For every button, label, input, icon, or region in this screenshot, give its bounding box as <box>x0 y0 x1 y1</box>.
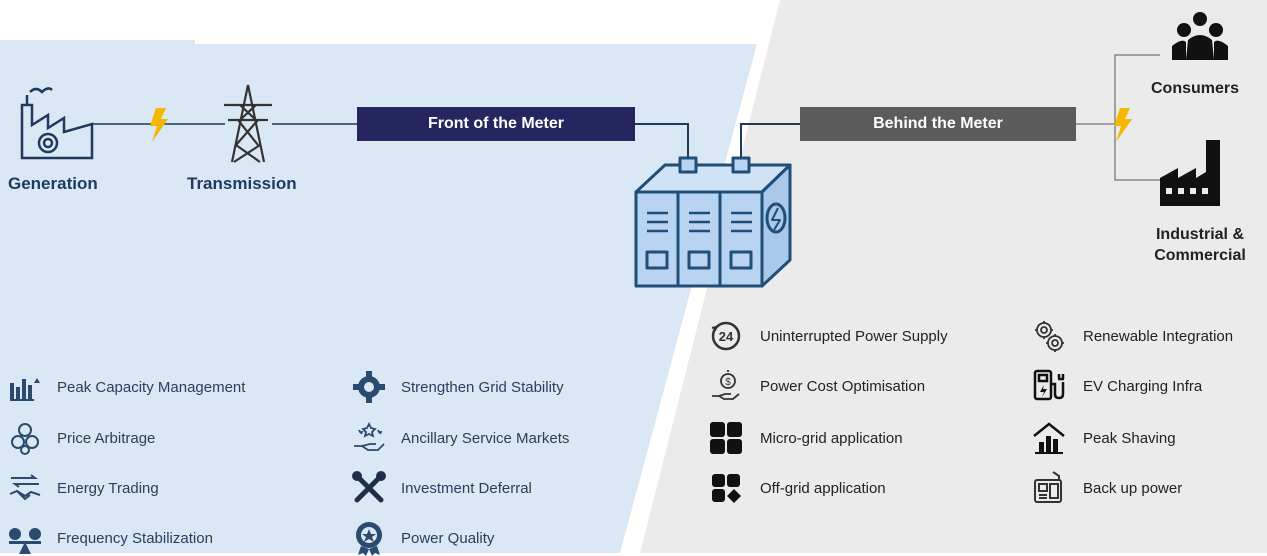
app-price-arbitrage: Price Arbitrage <box>7 420 155 456</box>
coins-icon <box>7 420 43 456</box>
bar-chart-icon <box>7 369 43 405</box>
industrial-commercial-label: Industrial & Commercial <box>1140 224 1260 266</box>
front-of-meter-bar: Front of the Meter <box>357 107 635 141</box>
app-label: Ancillary Service Markets <box>401 429 570 447</box>
factory-gear-icon <box>20 87 94 160</box>
app-label: Peak Capacity Management <box>57 378 246 396</box>
app-label: Peak Shaving <box>1083 429 1176 447</box>
app-label: Energy Trading <box>57 479 159 497</box>
app-label: Power Cost Optimisation <box>760 377 926 395</box>
industrial-label-line2: Commercial <box>1154 247 1246 264</box>
battery-storage-icon <box>634 156 792 288</box>
app-label: Power Quality <box>401 529 495 547</box>
front-of-meter-label: Front of the Meter <box>428 115 564 132</box>
app-label: Strengthen Grid Stability <box>401 378 564 396</box>
app-renewable-integration: Renewable Integration <box>1031 318 1233 354</box>
app-label: Renewable Integration <box>1083 327 1234 345</box>
app-power-cost-optimisation: $ Power Cost Optimisation <box>708 368 925 404</box>
behind-the-meter-panel <box>640 0 1267 553</box>
app-strengthen-grid-stability: Strengthen Grid Stability <box>351 369 564 405</box>
app-frequency-stabilization: Frequency Stabilization <box>7 520 213 556</box>
app-label: Back up power <box>1083 479 1183 497</box>
app-back-up-power: Back up power <box>1031 470 1182 506</box>
app-investment-deferral: Investment Deferral <box>351 470 532 506</box>
badge-icon <box>351 520 387 556</box>
lightning-icon <box>1114 108 1132 142</box>
handshake-icon <box>7 470 43 506</box>
behind-the-meter-bar: Behind the Meter <box>800 107 1076 141</box>
backup-icon <box>1031 470 1067 506</box>
24h-icon: 24 <box>708 318 744 354</box>
ev-charger-icon <box>1031 368 1067 404</box>
app-energy-trading: Energy Trading <box>7 470 159 506</box>
factory-icon <box>1160 140 1220 206</box>
app-label: Off-grid application <box>760 479 886 497</box>
hand-stars-icon <box>351 420 387 456</box>
app-label: Frequency Stabilization <box>57 529 213 547</box>
grid-icon <box>708 420 744 456</box>
app-micro-grid-application: Micro-grid application <box>708 420 903 456</box>
app-label: Investment Deferral <box>401 479 532 497</box>
svg-text:$: $ <box>725 377 731 388</box>
coin-hand-icon: $ <box>708 368 744 404</box>
transmission-label: Transmission <box>187 174 297 193</box>
consumers-label: Consumers <box>1151 80 1240 97</box>
front-battery-line <box>635 123 689 170</box>
gear-icon <box>351 369 387 405</box>
app-ev-charging-infra: EV Charging Infra <box>1031 368 1202 404</box>
offgrid-icon <box>708 470 744 506</box>
splitter-consumers-line <box>1114 54 1160 124</box>
people-group-icon <box>1172 12 1228 60</box>
generation-label: Generation <box>8 174 98 193</box>
house-chart-icon <box>1031 420 1067 456</box>
app-peak-capacity-management: Peak Capacity Management <box>7 369 245 405</box>
app-label: Micro-grid application <box>760 429 903 447</box>
splitter-industrial-line <box>1114 124 1160 181</box>
app-uninterrupted-power-supply: 24 Uninterrupted Power Supply <box>708 318 948 354</box>
app-ancillary-service-markets: Ancillary Service Markets <box>351 420 569 456</box>
app-peak-shaving: Peak Shaving <box>1031 420 1176 456</box>
gears-icon <box>1031 318 1067 354</box>
lightning-icon <box>150 108 168 142</box>
app-label: Price Arbitrage <box>57 429 156 447</box>
transmission-tower-icon <box>224 84 272 163</box>
battery-behind-line <box>740 123 800 170</box>
front-of-meter-panel <box>0 40 757 553</box>
behind-the-meter-label: Behind the Meter <box>873 115 1003 132</box>
app-off-grid-application: Off-grid application <box>708 470 886 506</box>
app-power-quality: Power Quality <box>351 520 494 556</box>
tools-icon <box>351 470 387 506</box>
svg-text:24: 24 <box>719 329 734 344</box>
balance-icon <box>7 520 43 556</box>
industrial-label-line1: Industrial & <box>1155 226 1244 243</box>
app-label: Uninterrupted Power Supply <box>760 327 948 345</box>
app-label: EV Charging Infra <box>1083 377 1203 395</box>
